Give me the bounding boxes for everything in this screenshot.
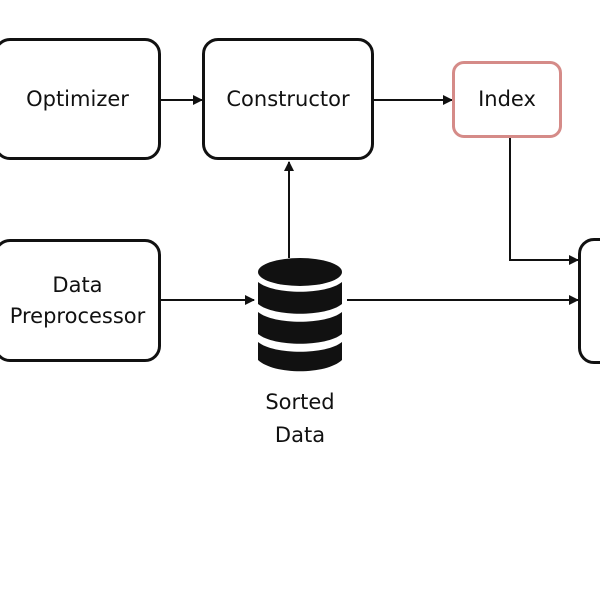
sorted-data-label: Sorted Data xyxy=(265,390,335,447)
data-preprocessor-node: Data Preprocessor xyxy=(0,239,161,362)
data-preprocessor-label: Data Preprocessor xyxy=(9,273,146,328)
right-partial-node xyxy=(578,238,600,364)
arrow-index-to-right-node xyxy=(509,138,579,265)
index-node: Index xyxy=(452,61,562,138)
index-label: Index xyxy=(478,87,536,112)
constructor-node: Constructor xyxy=(202,38,374,160)
optimizer-label: Optimizer xyxy=(26,86,129,111)
optimizer-node: Optimizer xyxy=(0,38,161,160)
database-icon xyxy=(258,258,342,372)
constructor-label: Constructor xyxy=(226,86,350,111)
